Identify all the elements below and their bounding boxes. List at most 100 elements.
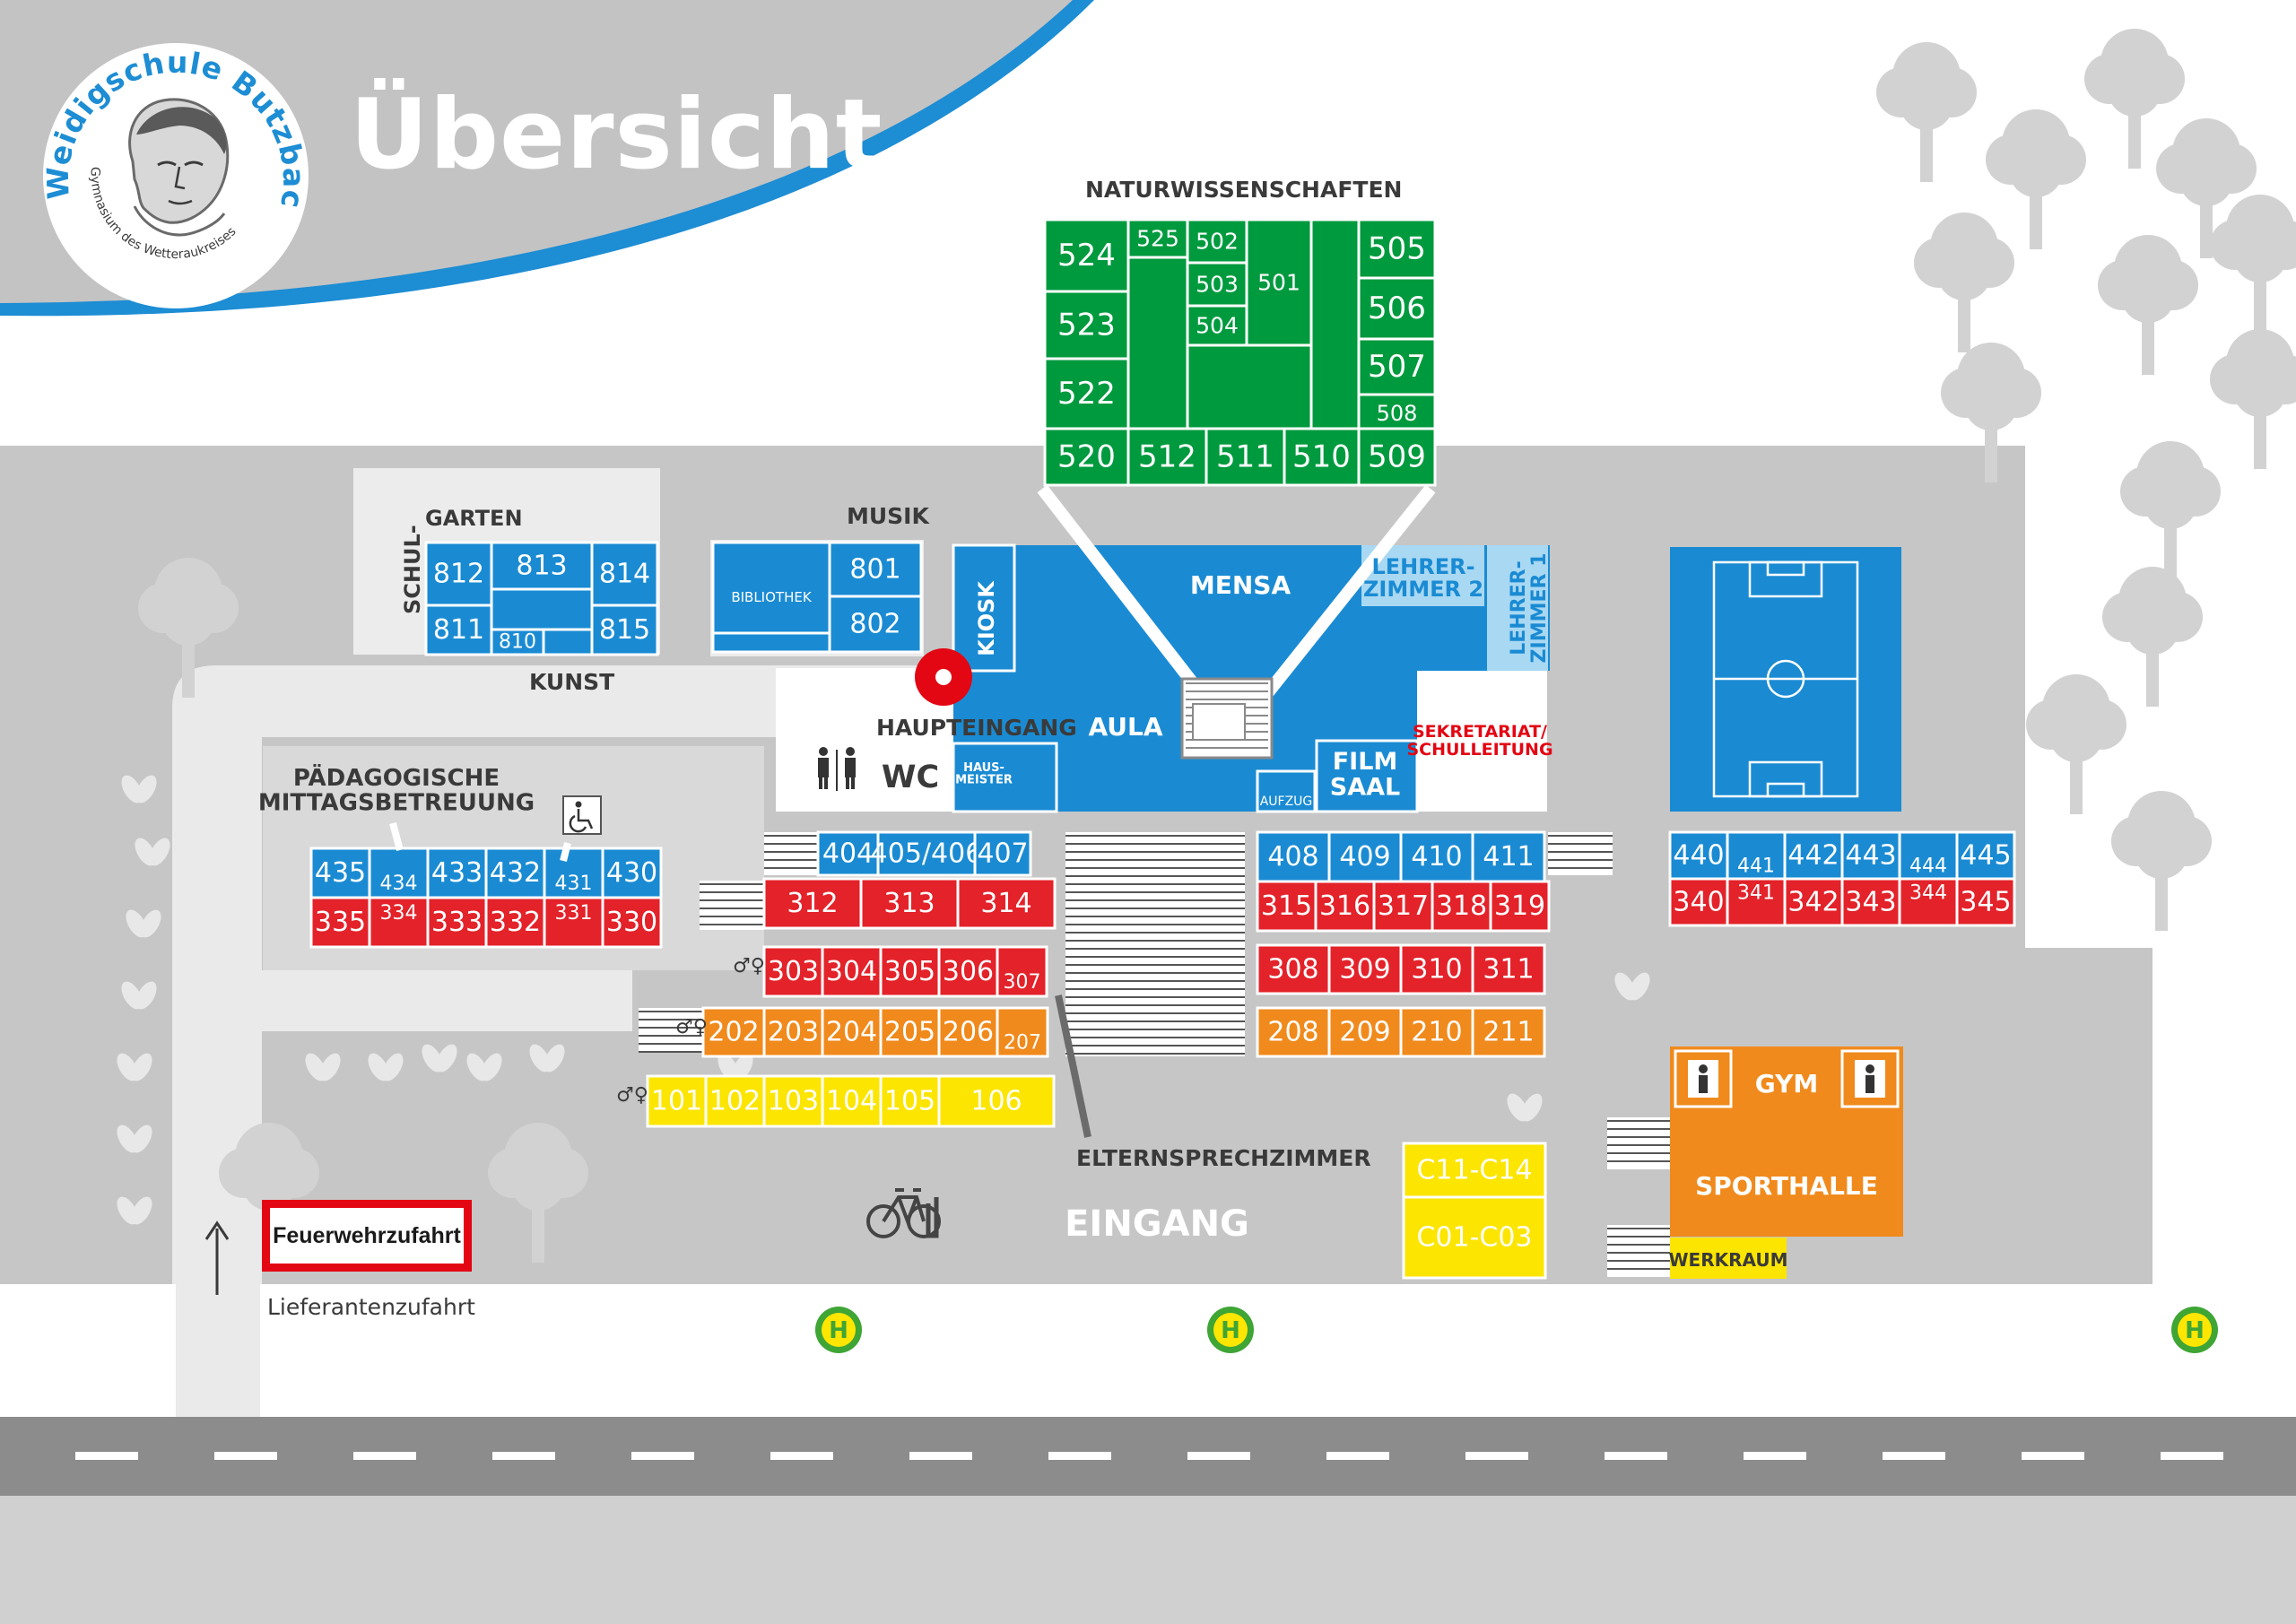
room-334[interactable]: 334 <box>368 896 430 949</box>
room-510[interactable]: 510 <box>1283 427 1361 487</box>
room-310[interactable]: 310 <box>1399 943 1474 995</box>
room-210[interactable]: 210 <box>1399 1006 1474 1058</box>
room-333[interactable]: 333 <box>426 896 488 949</box>
room-311[interactable]: 311 <box>1471 943 1546 995</box>
room-503[interactable]: 503 <box>1186 261 1248 308</box>
room-306[interactable]: 306 <box>937 945 999 998</box>
container-c01-c03[interactable]: C01-C03 <box>1402 1195 1547 1280</box>
aufzug[interactable] <box>1256 769 1317 813</box>
room-312[interactable]: 312 <box>762 877 863 930</box>
room-409[interactable]: 409 <box>1327 830 1403 883</box>
room-315[interactable]: 315 <box>1256 880 1318 933</box>
room-813[interactable]: 813 <box>490 541 594 591</box>
room-307[interactable]: 307 <box>996 945 1048 998</box>
room-525[interactable]: 525 <box>1126 218 1189 259</box>
room-405-406[interactable]: 405/406 <box>871 830 983 877</box>
room-318[interactable]: 318 <box>1431 880 1492 933</box>
room-435[interactable]: 435 <box>309 847 371 899</box>
room-309[interactable]: 309 <box>1327 943 1403 995</box>
room-410[interactable]: 410 <box>1399 830 1474 883</box>
room-442[interactable]: 442 <box>1783 830 1844 881</box>
room-104[interactable]: 104 <box>821 1074 883 1128</box>
room-407[interactable]: 407 <box>973 830 1032 877</box>
room-506[interactable]: 506 <box>1357 276 1437 341</box>
bibliothek[interactable]: BIBLIOTHEK <box>711 541 831 654</box>
room-814[interactable]: 814 <box>590 541 659 607</box>
room-430[interactable]: 430 <box>601 847 663 899</box>
room-204[interactable]: 204 <box>821 1006 883 1058</box>
room-101[interactable]: 101 <box>646 1074 708 1128</box>
room-342[interactable]: 342 <box>1783 877 1844 927</box>
room-335[interactable]: 335 <box>309 896 371 949</box>
room-508[interactable]: 508 <box>1357 393 1437 434</box>
room-509[interactable]: 509 <box>1357 427 1437 487</box>
room-512[interactable]: 512 <box>1126 427 1208 487</box>
room-444[interactable]: 444 <box>1898 830 1959 881</box>
room-811[interactable]: 811 <box>424 604 493 656</box>
room-433[interactable]: 433 <box>426 847 488 899</box>
room-801[interactable]: 801 <box>828 541 923 598</box>
room-524[interactable]: 524 <box>1043 218 1130 293</box>
bus-stop-icon[interactable]: H <box>815 1307 862 1353</box>
room-408[interactable]: 408 <box>1256 830 1331 883</box>
room-431[interactable]: 431 <box>543 847 604 899</box>
container-c11-c14[interactable]: C11-C14 <box>1402 1142 1547 1199</box>
room-319[interactable]: 319 <box>1489 880 1551 933</box>
room-303[interactable]: 303 <box>762 945 824 998</box>
room-314[interactable]: 314 <box>956 877 1057 930</box>
room-304[interactable]: 304 <box>821 945 883 998</box>
room-520[interactable]: 520 <box>1043 427 1130 487</box>
werkraum[interactable] <box>1670 1238 1787 1279</box>
room-802[interactable]: 802 <box>828 595 923 654</box>
room-207[interactable]: 207 <box>996 1006 1049 1058</box>
lehrerzimmer-1[interactable] <box>1487 545 1548 671</box>
room-105[interactable]: 105 <box>879 1074 941 1128</box>
room-505[interactable]: 505 <box>1357 218 1437 280</box>
room-331[interactable]: 331 <box>543 896 604 949</box>
room-441[interactable]: 441 <box>1726 830 1787 881</box>
room-202[interactable]: 202 <box>701 1006 766 1058</box>
room-411[interactable]: 411 <box>1471 830 1546 883</box>
room-511[interactable]: 511 <box>1205 427 1286 487</box>
film-saal[interactable] <box>1315 739 1419 813</box>
room-209[interactable]: 209 <box>1327 1006 1403 1058</box>
room-343[interactable]: 343 <box>1840 877 1901 927</box>
room-502[interactable]: 502 <box>1186 218 1248 265</box>
bus-stop-icon[interactable]: H <box>2171 1307 2218 1353</box>
room-206[interactable]: 206 <box>937 1006 999 1058</box>
hausmeister[interactable] <box>952 742 1058 813</box>
room-341[interactable]: 341 <box>1726 877 1787 927</box>
room-340[interactable]: 340 <box>1668 877 1729 927</box>
room-345[interactable]: 345 <box>1955 877 2016 927</box>
room-522[interactable]: 522 <box>1043 357 1130 430</box>
room-404[interactable]: 404 <box>816 830 880 877</box>
room-344[interactable]: 344 <box>1898 877 1959 927</box>
room-812[interactable]: 812 <box>424 541 493 607</box>
room-432[interactable]: 432 <box>484 847 546 899</box>
room-504[interactable]: 504 <box>1186 304 1248 347</box>
room-332[interactable]: 332 <box>484 896 546 949</box>
room-203[interactable]: 203 <box>762 1006 824 1058</box>
room-308[interactable]: 308 <box>1256 943 1331 995</box>
wc-area[interactable] <box>776 737 952 811</box>
room-440[interactable]: 440 <box>1668 830 1729 881</box>
room-208[interactable]: 208 <box>1256 1006 1331 1058</box>
room-330[interactable]: 330 <box>601 896 663 949</box>
room-507[interactable]: 507 <box>1357 337 1437 396</box>
room-313[interactable]: 313 <box>859 877 960 930</box>
room-103[interactable]: 103 <box>762 1074 824 1128</box>
room-443[interactable]: 443 <box>1840 830 1901 881</box>
bus-stop-icon[interactable]: H <box>1207 1307 1254 1353</box>
room-434[interactable]: 434 <box>368 847 430 899</box>
room-106[interactable]: 106 <box>937 1074 1056 1128</box>
room-501[interactable]: 501 <box>1245 218 1313 347</box>
room-317[interactable]: 317 <box>1372 880 1434 933</box>
room-810[interactable]: 810 <box>490 628 545 656</box>
room-316[interactable]: 316 <box>1314 880 1376 933</box>
room-815[interactable]: 815 <box>590 604 659 656</box>
kiosk[interactable] <box>952 543 1016 673</box>
room-523[interactable]: 523 <box>1043 290 1130 360</box>
room-445[interactable]: 445 <box>1955 830 2016 881</box>
room-102[interactable]: 102 <box>704 1074 766 1128</box>
room-205[interactable]: 205 <box>879 1006 941 1058</box>
